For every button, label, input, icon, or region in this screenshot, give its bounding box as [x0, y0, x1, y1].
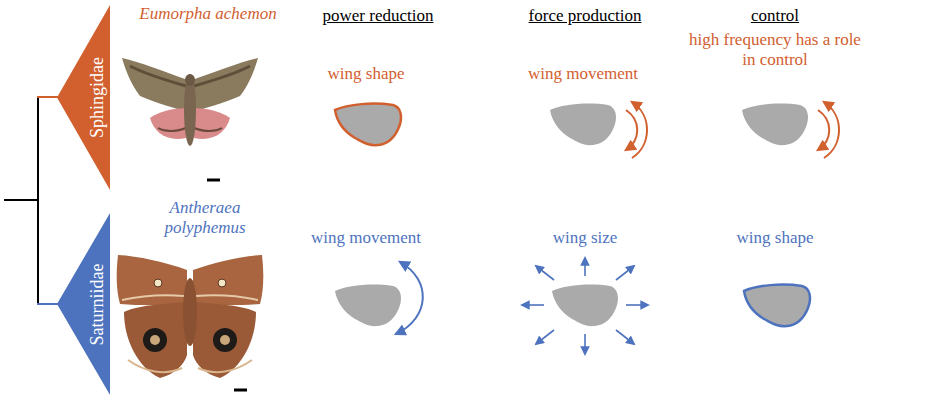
- wing-icon: [335, 102, 839, 158]
- row-label: high frequency has a role in control: [686, 30, 864, 69]
- clade-name: Sphingidae: [87, 57, 108, 138]
- species-name: Eumorpha achemon: [133, 4, 283, 24]
- column-header: force production: [529, 6, 642, 26]
- species-name: Antheraea polyphemus: [149, 198, 261, 237]
- moth-illustration: [117, 255, 264, 390]
- wing-icon: [335, 258, 810, 354]
- column-header: power reduction: [323, 6, 434, 26]
- clade-name: Saturniidae: [87, 263, 108, 345]
- moth-illustration: [122, 58, 258, 180]
- phylogeny-tree: [4, 96, 58, 305]
- row-label: wing size: [553, 228, 618, 248]
- clade-triangle: Sphingidae: [57, 5, 110, 190]
- row-label: wing movement: [311, 228, 421, 248]
- row-label: wing movement: [528, 64, 638, 84]
- column-header: control: [751, 6, 799, 26]
- row-label: wing shape: [737, 228, 814, 248]
- clade-triangle: Saturniidae: [57, 213, 110, 395]
- row-label: wing shape: [328, 64, 405, 84]
